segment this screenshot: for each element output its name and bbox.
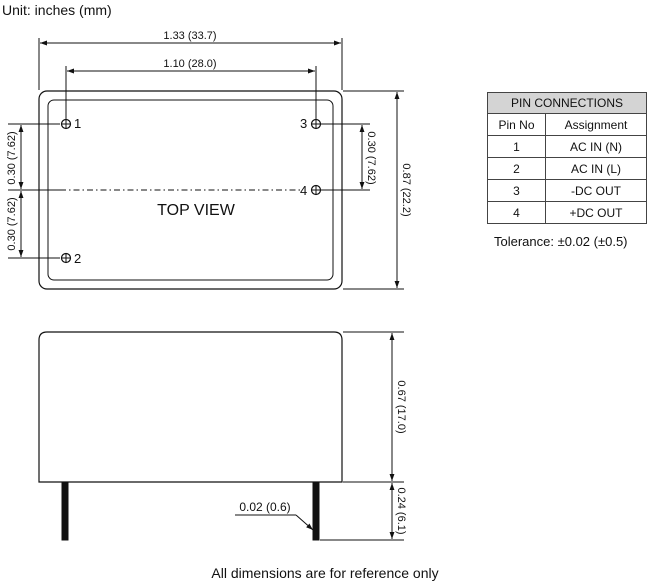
- unit-label: Unit: inches (mm): [2, 2, 112, 18]
- table-cell-pin: 4: [487, 201, 546, 224]
- body-height-label: 0.67 (17.0): [395, 380, 407, 433]
- pin-diameter-leader: [295, 514, 314, 531]
- top-view-label: TOP VIEW: [157, 202, 236, 219]
- pin-4-label: 4: [300, 183, 307, 198]
- pin-diameter-label: 0.02 (0.6): [239, 500, 290, 514]
- table-row: 4 +DC OUT: [487, 201, 647, 224]
- side-view-body: [38, 331, 343, 483]
- table-cell-assignment: AC IN (L): [545, 157, 647, 180]
- table-caption: PIN CONNECTIONS: [487, 92, 647, 114]
- table-header-assignment: Assignment: [545, 113, 647, 136]
- side-view-pin-right: [312, 481, 320, 541]
- table-row: 1 AC IN (N): [487, 135, 647, 158]
- table-row: 3 -DC OUT: [487, 179, 647, 202]
- pin-3-label: 3: [300, 116, 307, 131]
- side-view-pin-left: [61, 481, 69, 541]
- table-header-pin: Pin No: [487, 113, 546, 136]
- pin-span-width-label: 1.10 (28.0): [163, 58, 216, 70]
- pin-length-label: 0.24 (6.1): [395, 487, 407, 534]
- tolerance-note: Tolerance: ±0.02 (±0.5): [494, 234, 628, 249]
- table-cell-assignment: +DC OUT: [545, 201, 647, 224]
- table-row: 2 AC IN (L): [487, 157, 647, 180]
- overall-depth-label: 0.87 (22.2): [400, 163, 412, 216]
- pin-connections-table: PIN CONNECTIONS Pin No Assignment 1 AC I…: [487, 92, 647, 224]
- right-pitch-label: 0.30 (7.62): [365, 131, 377, 184]
- pin-2-label: 2: [74, 251, 81, 266]
- overall-width-label: 1.33 (33.7): [163, 30, 216, 42]
- reference-footnote: All dimensions are for reference only: [211, 565, 439, 581]
- left-pitch-upper-label: 0.30 (7.62): [6, 131, 18, 184]
- side-view: [38, 331, 404, 541]
- table-cell-assignment: -DC OUT: [545, 179, 647, 202]
- left-pitch-lower-label: 0.30 (7.62): [6, 197, 18, 250]
- pin-1-label: 1: [74, 116, 81, 131]
- table-cell-pin: 2: [487, 157, 546, 180]
- table-cell-assignment: AC IN (N): [545, 135, 647, 158]
- table-cell-pin: 1: [487, 135, 546, 158]
- table-cell-pin: 3: [487, 179, 546, 202]
- top-view: [8, 38, 404, 290]
